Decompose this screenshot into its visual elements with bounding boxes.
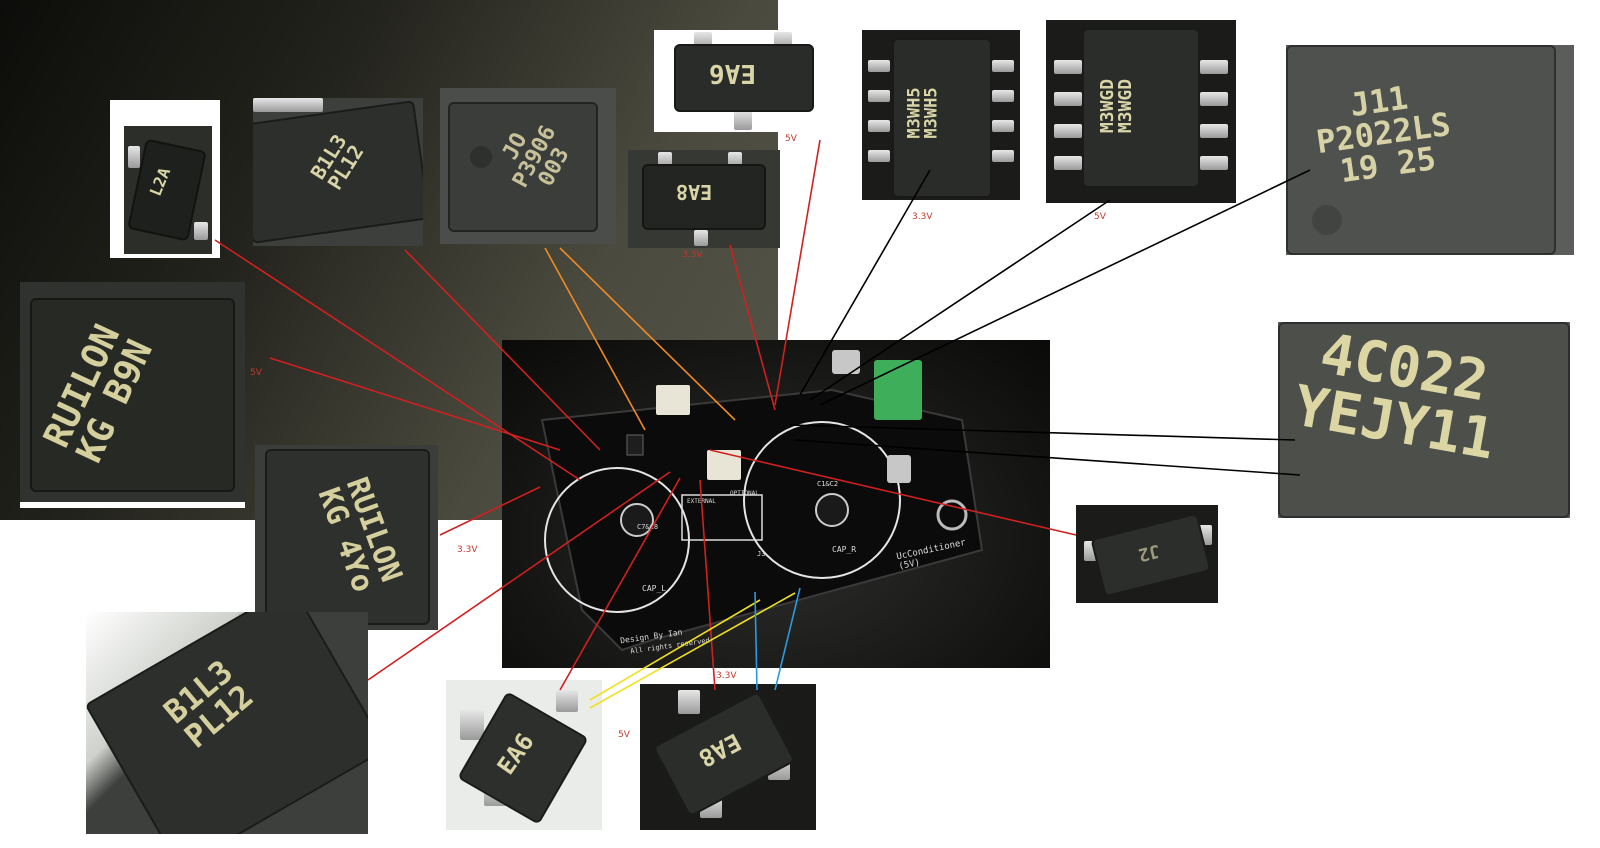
board-optional: OPTIONAL (730, 490, 759, 497)
chip-text-ea6-top: EA6 (709, 58, 756, 88)
board-c-right: C1&C2 (817, 480, 839, 488)
chip-photo-ea8-bottom: EA8 (640, 684, 816, 830)
chip-photo-j2: J2 (1076, 505, 1218, 603)
chip-photo-p3906: JO P3906 003 (440, 88, 616, 244)
pcb-photo: UcConditioner (5V) Design By Ian All rig… (502, 340, 1050, 668)
chip-photo-4c022: 4C022 YEJY11 (1278, 322, 1570, 518)
label-3v3-ruilon: 3.3V (457, 545, 478, 555)
chip-text-m3wgd: M3WGD M3WGD (1097, 78, 1137, 134)
chip-photo-b1l3-small: B1L3 PL12 (253, 98, 423, 246)
chip-photo-ea8-top: EA8 (628, 150, 780, 248)
board-c-left: C7&C8 (637, 523, 659, 531)
board-cap-l: CAP_L (642, 584, 667, 593)
chip-photo-m3wh5: M3WH5 M3WH5 (862, 30, 1020, 200)
board-j3: J3 (757, 550, 766, 558)
board-external: EXTERNAL (687, 498, 716, 505)
chip-text-p2022: J11 P2022LS 19 25 (1314, 78, 1453, 191)
pcb-drawing (540, 350, 984, 652)
board-cap-r: CAP_R (832, 545, 857, 554)
chip-photo-ruilon-b9n: RUILON KG B9N (20, 282, 245, 508)
chip-photo-b1l3-large: B1L3 PL12 (86, 612, 368, 834)
chip-text-m3wh5: M3WH5 M3WH5 (904, 87, 942, 139)
label-3v3-ea8-top: 3.3V (682, 250, 703, 260)
label-3v3-ea8-bottom: 3.3V (716, 671, 737, 681)
chip-photo-m3wgd: M3WGD M3WGD (1046, 20, 1236, 203)
chip-photo-p2022: J11 P2022LS 19 25 (1286, 45, 1574, 255)
chip-photo-ea6-bottom: EA6 (446, 680, 602, 830)
chip-text-j2: J2 (1135, 539, 1163, 566)
label-3v3-m3wh5: 3.3V (912, 212, 933, 222)
label-5v-m3wgd: 5V (1094, 212, 1106, 222)
chip-photo-ruilon-4yo: RUILON KG 4Yo (255, 445, 438, 630)
chip-text-ea8-top: EA8 (676, 180, 713, 204)
label-5v-ea6-top: 5V (785, 134, 797, 144)
chip-photo-l2a: L2A (110, 100, 220, 258)
label-5v-ea6-bottom: 5V (618, 730, 630, 740)
label-5v-ruilon: 5V (250, 368, 262, 378)
chip-photo-ea6-top: EA6 (654, 30, 834, 132)
